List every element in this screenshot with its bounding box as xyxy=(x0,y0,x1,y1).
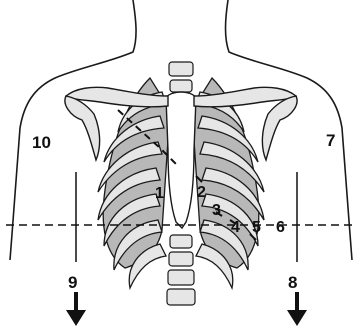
label-6: 6 xyxy=(276,219,285,236)
label-10: 10 xyxy=(32,133,51,152)
label-1: 1 xyxy=(155,185,164,202)
label-3: 3 xyxy=(212,202,221,219)
label-4: 4 xyxy=(231,219,240,236)
label-8: 8 xyxy=(288,273,297,292)
arrow-down-left-icon xyxy=(66,292,86,326)
label-9: 9 xyxy=(68,273,77,292)
sternum xyxy=(166,92,196,228)
label-7: 7 xyxy=(326,131,335,150)
label-5: 5 xyxy=(252,219,261,236)
label-2: 2 xyxy=(197,184,206,201)
arrow-down-right-icon xyxy=(287,292,307,326)
